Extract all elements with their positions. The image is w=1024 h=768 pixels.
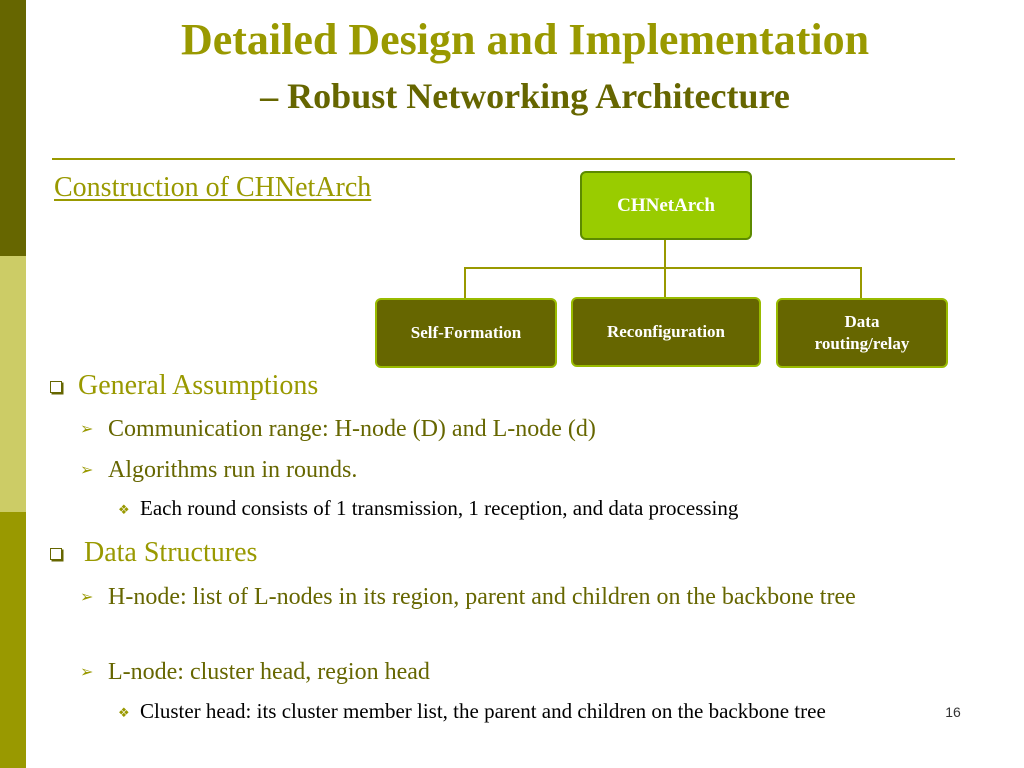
bullet-communication-range: ➢ Communication range: H-node (D) and L-… [80, 412, 940, 447]
bullet-data-structures: Data Structures [50, 536, 950, 570]
sidebar-block-dark [0, 0, 26, 256]
list-item: Communication range: H-node (D) and L-no… [108, 416, 596, 442]
bullet-general-assumptions: General Assumptions [50, 369, 950, 403]
connector-horizontal [464, 267, 862, 269]
title-divider [52, 158, 955, 160]
list-item: H-node: list of L-nodes in its region, p… [108, 584, 856, 610]
arrowhead-bullet-icon: ➢ [80, 462, 94, 479]
hollow-square-bullet-icon [50, 381, 62, 393]
list-item: Cluster head: its cluster member list, t… [140, 699, 826, 723]
sidebar-block-light [0, 256, 26, 512]
connector-root-stem [664, 240, 666, 298]
heading-general-assumptions: General Assumptions [78, 370, 319, 401]
hollow-square-bullet-icon [50, 548, 62, 560]
arrowhead-bullet-icon: ➢ [80, 589, 94, 606]
diagram-node-reconfiguration: Reconfiguration [571, 297, 761, 367]
four-diamond-bullet-icon: ❖ [118, 502, 130, 517]
bullet-h-node: ➢ H-node: list of L-nodes in its region,… [80, 580, 910, 615]
sidebar-block-medium [0, 512, 26, 768]
diagram-node-root: CHNetArch [580, 171, 752, 240]
bullet-algorithms-rounds: ➢ Algorithms run in rounds. [80, 453, 940, 488]
four-diamond-bullet-icon: ❖ [118, 705, 130, 720]
arrowhead-bullet-icon: ➢ [80, 421, 94, 438]
list-item: Each round consists of 1 transmission, 1… [140, 496, 739, 520]
slide-title: Detailed Design and Implementation [180, 15, 870, 64]
diagram-node-label: Data routing/relay [814, 312, 910, 353]
bullet-cluster-head: ❖ Cluster head: its cluster member list,… [118, 697, 918, 727]
diagram-node-data-routing: Data routing/relay [776, 298, 948, 368]
diagram-node-root-label: CHNetArch [617, 194, 715, 216]
diagram-node-self-formation: Self-Formation [375, 298, 557, 368]
connector-left-drop [464, 267, 466, 298]
diagram-node-label: Self-Formation [410, 323, 522, 342]
slide-subtitle: – Robust Networking Architecture [260, 76, 790, 116]
arrowhead-bullet-icon: ➢ [80, 664, 94, 681]
section-link-chnetarch[interactable]: Construction of CHNetArch [54, 172, 372, 203]
list-item: L-node: cluster head, region head [108, 659, 430, 685]
bullet-l-node: ➢ L-node: cluster head, region head [80, 655, 940, 690]
list-item: Algorithms run in rounds. [108, 457, 358, 483]
page-number: 16 [945, 704, 961, 720]
bullet-each-round: ❖ Each round consists of 1 transmission,… [118, 494, 948, 524]
connector-right-drop [860, 267, 862, 298]
sidebar-stripe [0, 0, 26, 768]
heading-data-structures: Data Structures [84, 537, 258, 568]
diagram-node-label: Reconfiguration [606, 322, 726, 341]
